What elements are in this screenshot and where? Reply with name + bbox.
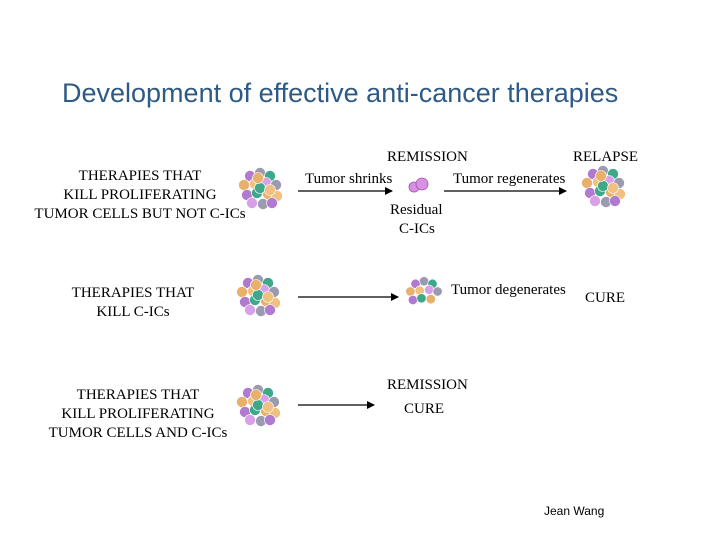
tumor-cell [263, 402, 274, 413]
tumor-cell [251, 390, 262, 401]
tumor-cell [417, 294, 426, 303]
tumor-cell [267, 198, 278, 209]
tumor-cell [406, 287, 415, 296]
tumor-cell [598, 181, 609, 192]
tumor-cell [247, 198, 258, 209]
tumor-cluster-relapse [582, 166, 626, 208]
tumor-cell [610, 196, 621, 207]
tumor-cluster-row2 [237, 275, 281, 317]
tumor-cell [255, 183, 266, 194]
tumor-cell [582, 178, 593, 189]
tumor-cell [245, 415, 256, 426]
tumor-cell [408, 295, 417, 304]
residual-c-ic-cell [416, 178, 428, 190]
tumor-cell [245, 305, 256, 316]
tumor-cell [253, 173, 264, 184]
tumor-cluster-row3 [237, 385, 281, 427]
tumor-cell [239, 180, 250, 191]
tumor-cell [433, 287, 442, 296]
tumor-cell [237, 287, 248, 298]
tumor-cell [253, 290, 264, 301]
tumor-cell [590, 196, 601, 207]
tumor-cell [265, 185, 276, 196]
tumor-cell [253, 400, 264, 411]
tumor-cluster-degenerating [406, 277, 443, 305]
tumor-cell [251, 280, 262, 291]
tumor-cell [237, 397, 248, 408]
tumor-cell [419, 277, 428, 286]
tumor-cell [263, 292, 274, 303]
tumor-cell [265, 415, 276, 426]
tumor-cell [426, 294, 435, 303]
tumor-cell [265, 305, 276, 316]
tumor-cell [596, 171, 607, 182]
tumor-cell [424, 285, 433, 294]
tumor-cell [608, 183, 619, 194]
residual-c-ic-cells [409, 178, 428, 192]
tumor-cluster-row1 [239, 168, 283, 210]
